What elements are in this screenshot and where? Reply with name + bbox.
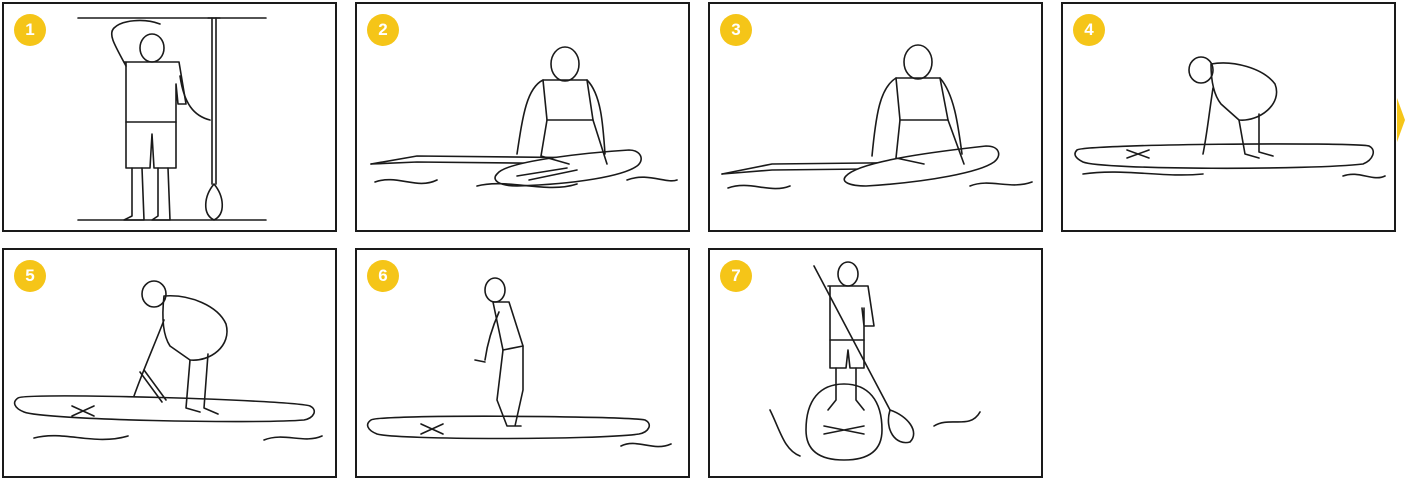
illustration-crouching-board xyxy=(1063,4,1396,232)
illustration-standing-knees-bent xyxy=(357,250,690,478)
step-panel-1: 1 xyxy=(2,2,337,232)
step-panel-5: 5 xyxy=(2,248,337,478)
illustration-kneeling-board xyxy=(710,4,1043,232)
step-panel-2: 2 xyxy=(355,2,690,232)
illustration-paddling-standing xyxy=(710,250,1043,478)
step-panel-6: 6 xyxy=(355,248,690,478)
step-panel-3: 3 xyxy=(708,2,1043,232)
illustration-standing-paddle xyxy=(4,4,337,232)
illustration-rising-board xyxy=(4,250,337,478)
step-panel-4: 4 xyxy=(1061,2,1396,232)
step-panel-7: 7 xyxy=(708,248,1043,478)
illustration-kneeling-board xyxy=(357,4,690,232)
chevron-right-icon xyxy=(1397,98,1405,142)
